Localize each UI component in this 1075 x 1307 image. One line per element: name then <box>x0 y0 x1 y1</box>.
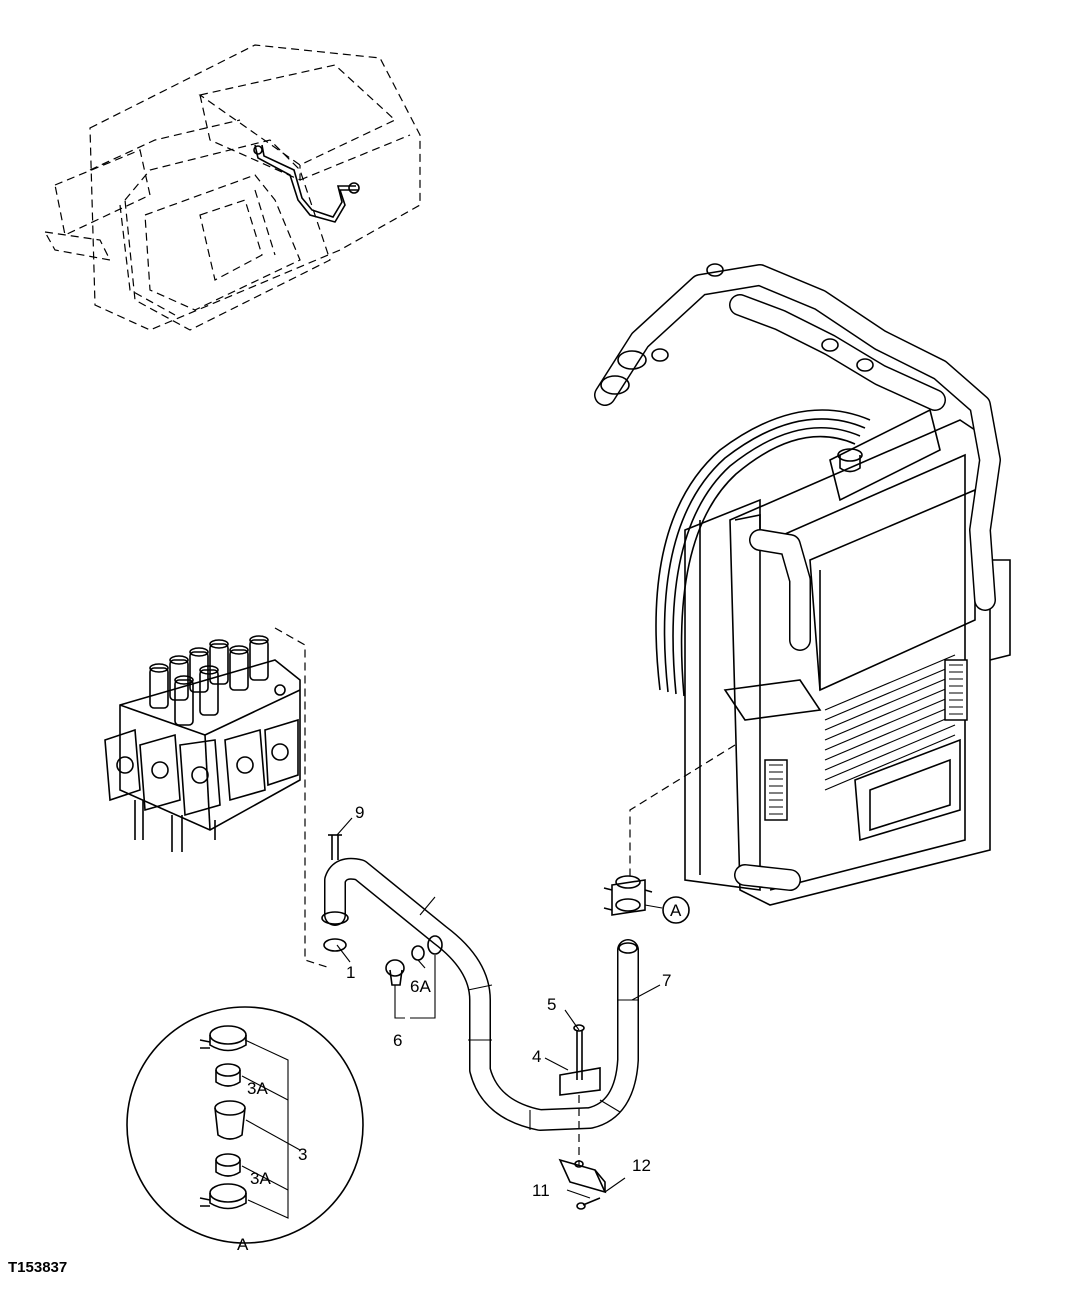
callout-3a-bottom: 3A <box>250 1169 271 1188</box>
machine-overview-illustration <box>43 44 421 331</box>
hydraulic-line-illustration <box>321 834 653 1210</box>
callout-5: 5 <box>547 995 556 1014</box>
figure-id: T153837 <box>8 1259 67 1276</box>
callout-6: 6 <box>393 1031 402 1050</box>
callout-labels: 9 1 6A 6 5 4 7 12 11 3A 3 3A A <box>237 803 671 1254</box>
detail-label: A <box>237 1235 249 1254</box>
callout-3a-top: 3A <box>247 1079 268 1098</box>
callout-7: 7 <box>662 971 671 990</box>
callout-6a: 6A <box>410 977 431 996</box>
cooler-assembly-illustration <box>594 263 1011 906</box>
control-valve-illustration <box>104 627 331 969</box>
callout-leaders <box>336 817 663 1199</box>
detail-reference-label: A <box>670 901 682 920</box>
callout-1: 1 <box>346 963 355 982</box>
callout-4: 4 <box>532 1047 541 1066</box>
detail-a-illustration <box>126 1006 364 1244</box>
detail-reference-marker: A <box>662 896 690 924</box>
callout-12: 12 <box>632 1156 651 1175</box>
callout-9: 9 <box>355 803 364 822</box>
callout-3: 3 <box>298 1145 307 1164</box>
callout-11: 11 <box>532 1181 550 1200</box>
